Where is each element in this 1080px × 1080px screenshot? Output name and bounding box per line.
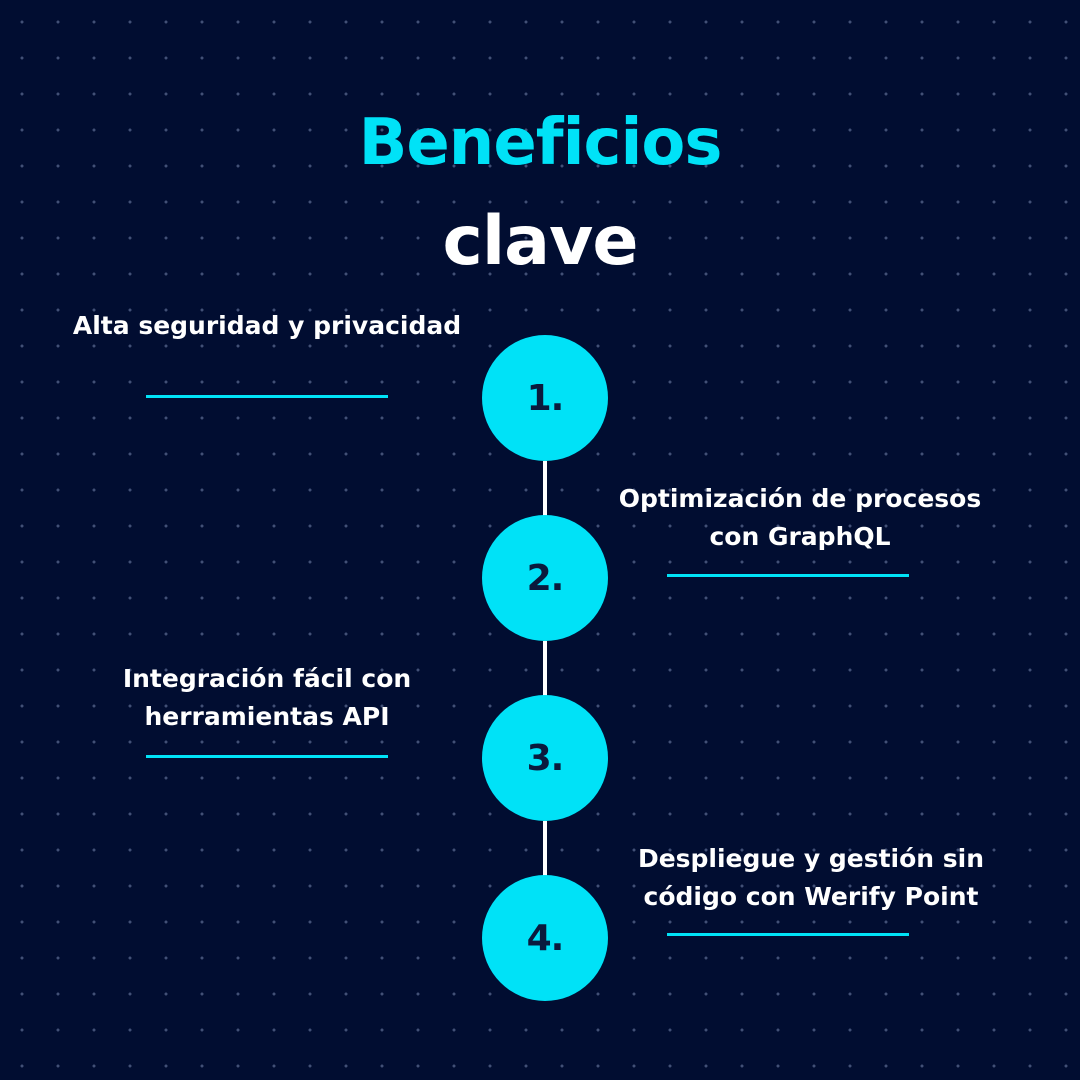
title-line-2: clave: [442, 202, 639, 281]
step-3-circle: 3.: [482, 695, 608, 821]
step-4-circle: 4.: [482, 875, 608, 1001]
step-3-underline: [146, 755, 388, 758]
step-2-circle: 2.: [482, 515, 608, 641]
step-1-underline: [146, 395, 388, 398]
step-2-number: 2.: [526, 557, 565, 599]
step-4-number: 4.: [526, 917, 565, 959]
step-2-text: Optimización de procesos con GraphQL: [618, 484, 982, 551]
step-2-underline: [667, 574, 909, 577]
step-4-text: Despliegue y gestión sin código con Weri…: [637, 844, 985, 911]
timeline-connector-2-3: [543, 641, 547, 697]
timeline-connector-3-4: [543, 821, 547, 877]
step-3-number: 3.: [526, 737, 565, 779]
title-line-1: Beneficios: [358, 106, 723, 180]
step-1-circle: 1.: [482, 335, 608, 461]
step-1-text: Alta seguridad y privacidad: [72, 311, 462, 340]
timeline-connector-1-2: [543, 461, 547, 517]
step-1-number: 1.: [526, 377, 565, 419]
step-4-underline: [667, 933, 909, 936]
step-3-text: Integración fácil con herramientas API: [122, 664, 412, 731]
